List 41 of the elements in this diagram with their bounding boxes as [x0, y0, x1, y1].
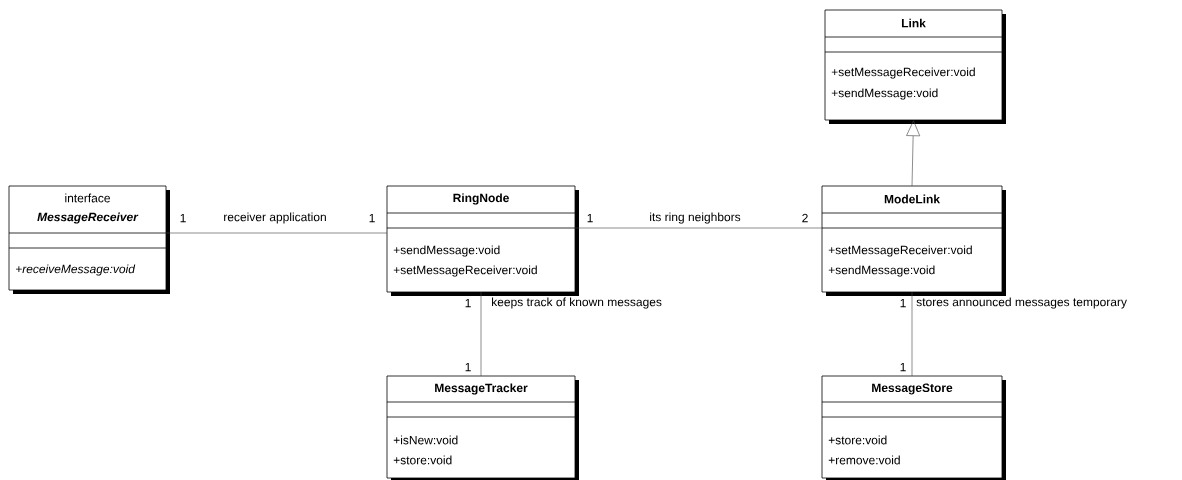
- generalization-arrow: [906, 120, 921, 187]
- method-text: +store:void: [828, 435, 887, 445]
- class-box: [824, 9, 1006, 124]
- association-line: [480, 291, 482, 377]
- method-text: +setMessageReceiver:void: [831, 67, 975, 79]
- class-name: MessageStore: [872, 383, 953, 395]
- method-text: +sendMessage:void: [828, 265, 935, 277]
- method-text: +sendMessage:void: [831, 88, 938, 100]
- class-box: [8, 185, 170, 294]
- multiplicity-label: 1: [180, 213, 186, 223]
- method-text: +isNew:void: [393, 435, 458, 445]
- method-text: +sendMessage:void: [393, 245, 500, 257]
- class-name: MessageTracker: [435, 383, 528, 395]
- association-line: [574, 227, 823, 229]
- edge-label: receiver application: [224, 212, 326, 224]
- stereotype-text: interface: [65, 193, 110, 203]
- multiplicity-label: 1: [587, 213, 593, 223]
- class-box: [386, 185, 579, 296]
- multiplicity-label: 1: [900, 362, 906, 372]
- edge-label: stores announced messages temporary: [916, 297, 1127, 309]
- multiplicity-label: 1: [465, 298, 471, 308]
- class-name: MessageReceiver: [37, 212, 139, 224]
- multiplicity-label: 1: [900, 298, 906, 308]
- edge-label: keeps track of known messages: [492, 297, 662, 309]
- class-name: Link: [902, 18, 926, 28]
- class-box: [821, 185, 1006, 296]
- association-line: [165, 232, 388, 234]
- multiplicity-label: 1: [465, 362, 471, 372]
- multiplicity-label: 2: [802, 213, 808, 223]
- edge-label: its ring neighbors: [650, 212, 741, 224]
- multiplicity-label: 1: [369, 213, 375, 223]
- method-text: +store:void: [393, 455, 452, 465]
- association-line: [911, 291, 913, 377]
- class-box: [821, 375, 1006, 480]
- method-text: +remove:void: [828, 455, 900, 465]
- class-name: ModeLink: [884, 194, 941, 204]
- method-text: +setMessageReceiver:void: [393, 265, 537, 277]
- method-text: +setMessageReceiver:void: [828, 245, 972, 257]
- class-name: RingNode: [453, 193, 509, 205]
- method-text: +receiveMessage:void: [15, 264, 136, 276]
- class-box: [386, 375, 579, 480]
